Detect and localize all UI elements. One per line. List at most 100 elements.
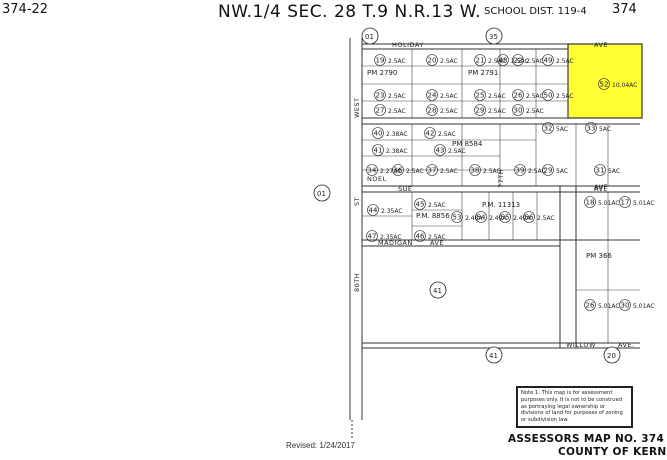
- parcel-number-circle: [542, 54, 554, 66]
- parcel-number: 41: [374, 146, 383, 154]
- parcel-number: 29: [476, 106, 485, 114]
- parcel-number-circle: [374, 104, 386, 116]
- parcel-acreage: 2.27AC: [380, 168, 402, 175]
- parcel-number-circle: [372, 127, 384, 139]
- parcel-acreage: 2.5AC: [483, 168, 501, 175]
- parcel-number-circle: [366, 164, 378, 176]
- parcel-acreage: 2.5AC: [388, 58, 406, 65]
- street-77th: 77TH: [497, 169, 505, 188]
- parcel-number: 22: [514, 56, 523, 64]
- parcel-acreage: 2.5AC: [440, 93, 458, 100]
- parcel-number: 37: [428, 166, 437, 174]
- parcel-number: 30: [621, 301, 630, 309]
- parcel-number: 46: [416, 232, 425, 240]
- highlighted-parcel-52[interactable]: [567, 43, 643, 119]
- parcel-number-circle: [499, 211, 511, 223]
- svg-text:41: 41: [489, 352, 498, 360]
- parcel-number: 38: [471, 166, 480, 174]
- assessor-map-title: ASSESSORS MAP NO. 374: [508, 433, 665, 445]
- parcel-number-circle: [514, 164, 526, 176]
- parcel-number-circle: [426, 54, 438, 66]
- parcel-number-circle: [434, 144, 446, 156]
- parcel-number: 25: [476, 91, 485, 99]
- parcel-acreage: 5AC: [599, 126, 611, 133]
- parcel-acreage: 2.5AC: [537, 215, 555, 222]
- street-noel-ave: AVE: [594, 183, 608, 191]
- parcel-number: 56: [525, 213, 534, 221]
- parcel-number: 47: [368, 232, 377, 240]
- parcel-acreage: 10.04AC: [612, 82, 637, 89]
- parcel-number-circle: [374, 54, 386, 66]
- parcel-number-circle: [469, 164, 481, 176]
- parcel-acreage: 2.35AC: [380, 234, 402, 241]
- parcel-number: 26: [586, 301, 595, 309]
- parcel-acreage: 2.5AC: [511, 58, 529, 65]
- parcel-number-circle: [542, 89, 554, 101]
- parcel-map-label: PM 2790: [367, 69, 397, 77]
- parcel-acreage: 5.01AC: [633, 200, 655, 207]
- parcel-acreage: 5AC: [556, 168, 568, 175]
- parcel-acreage: 5.01AC: [598, 200, 620, 207]
- street-sue: SUE: [398, 185, 413, 193]
- parcel-number-circle: [374, 89, 386, 101]
- parcel-number: 20: [428, 56, 437, 64]
- parcel-number-circle: [619, 299, 631, 311]
- parcel-number: 36: [394, 166, 403, 174]
- parcel-acreage: 5AC: [608, 168, 620, 175]
- map-book-number: 374-22: [2, 2, 49, 17]
- parcel-acreage: 2.5AC: [440, 168, 458, 175]
- parcel-number-circle: [414, 198, 426, 210]
- parcel-acreage: 5.01AC: [633, 303, 655, 310]
- parcel-acreage: 2.49A: [489, 215, 507, 222]
- parcel-number: 26: [514, 91, 523, 99]
- parcel-number-circle: [451, 211, 463, 223]
- parcel-acreage: 2.5AC: [388, 93, 406, 100]
- parcel-acreage: 2.38AC: [386, 148, 408, 155]
- street-willow: WILLOW: [566, 341, 596, 349]
- parcel-number: 24: [428, 91, 437, 99]
- parcel-number: 43: [436, 146, 445, 154]
- street-madigan: MADIGAN: [378, 239, 413, 247]
- parcel-number-circle: [542, 122, 554, 134]
- parcel-number: 55: [501, 213, 510, 221]
- parcel-number-circle: [372, 144, 384, 156]
- adjacent-map-number: 374: [612, 2, 637, 17]
- svg-text:01: 01: [365, 33, 374, 41]
- parcel-acreage: 2.5AC: [526, 58, 544, 65]
- svg-text:41: 41: [433, 287, 442, 295]
- parcel-number: 17: [621, 198, 630, 206]
- parcel-number-circle: [392, 164, 404, 176]
- parcel-acreage: 2.5AC: [440, 58, 458, 65]
- parcel-acreage: 2.5AC: [438, 131, 456, 138]
- parcel-acreage: 2.5AC: [428, 234, 446, 241]
- section-markers: 01 35 01 41 41 20: [313, 27, 621, 364]
- parcel-number: 28: [428, 106, 437, 114]
- street-st: ST: [353, 197, 361, 206]
- parcel-number-circle: [414, 230, 426, 242]
- parcel-number: 23: [376, 91, 385, 99]
- parcel-number-circle: [474, 54, 486, 66]
- parcel-acreage: 2.5AC: [488, 58, 506, 65]
- parcel-acreage: 2.5AC: [388, 108, 406, 115]
- parcel-acreage: 2.5AC: [488, 108, 506, 115]
- parcel-map-label: PM 366: [586, 252, 612, 260]
- street-madigan-ave: AVE: [430, 239, 444, 247]
- parcel-number: 40: [374, 129, 383, 137]
- parcel-number: 29: [544, 166, 553, 174]
- parcel-number-circle: [584, 299, 596, 311]
- parcel-number-circle: [585, 122, 597, 134]
- parcel-number: 44: [369, 206, 378, 214]
- parcel-number: 54: [477, 213, 486, 221]
- parcel-number: 21: [476, 56, 485, 64]
- street-sue-ave: AVE: [594, 185, 608, 193]
- parcel-number: 18: [586, 198, 595, 206]
- parcel-number-circle: [474, 89, 486, 101]
- street-holiday-ave: AVE: [594, 41, 608, 49]
- parcel-number: 53: [453, 213, 462, 221]
- parcel-acreage: 2.5AC: [448, 148, 466, 155]
- street-willow-ave: AVE.: [618, 341, 635, 349]
- parcel-number-circle: [584, 196, 596, 208]
- parcel-acreage: 2.5AC: [556, 58, 574, 65]
- street-80th: 80TH: [353, 273, 361, 292]
